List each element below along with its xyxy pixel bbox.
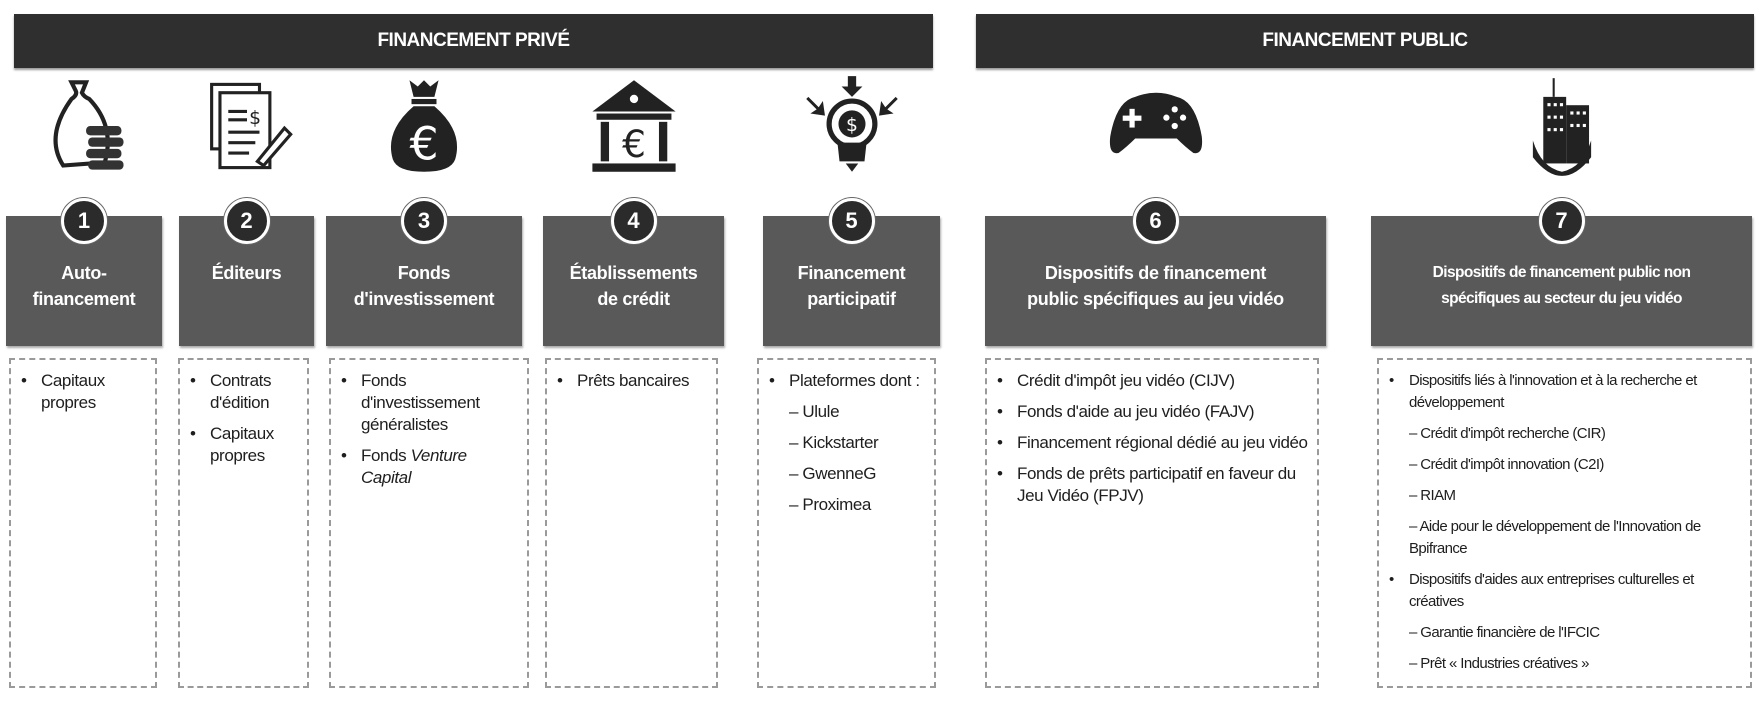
list-item-text: – Aide pour le développement de l'Innova…	[1409, 518, 1701, 557]
list-item: Capitaux propres	[186, 423, 301, 467]
sub-list-item: – Aide pour le développement de l'Innova…	[1385, 516, 1744, 560]
list-item-text: Contrats d'édition	[210, 371, 272, 412]
svg-text:€: €	[622, 122, 646, 166]
category-title: Dispositifs de financement public non sp…	[1432, 264, 1691, 307]
list-item-text: – Crédit d'impôt innovation (C2I)	[1409, 456, 1604, 473]
category-title: Éditeurs	[211, 263, 282, 283]
list-item-text: – RIAM	[1409, 487, 1456, 504]
list-item: Crédit d'impôt jeu vidéo (CIJV)	[993, 370, 1311, 392]
step-number-badge: 1	[61, 198, 107, 244]
step-number-badge: 5	[828, 198, 875, 244]
sub-list-item: – Ulule	[765, 401, 928, 423]
list-item: Dispositifs d'aides aux entreprises cult…	[1385, 569, 1744, 613]
step-number-badge: 2	[223, 198, 270, 244]
list-item: Fonds de prêts participatif en faveur du…	[993, 463, 1311, 507]
list-item: Fonds Venture Capital	[337, 445, 521, 489]
list-item: Prêts bancaires	[553, 370, 710, 392]
details-list-box: Plateformes dont : – Ulule – Kickstarter – …	[757, 358, 936, 688]
details-list-box: Prêts bancaires	[545, 358, 718, 688]
category-box-3: Fonds d'investissement	[326, 216, 522, 346]
step-number-badge: 7	[1538, 198, 1585, 244]
step-number-badge: 6	[1132, 198, 1179, 244]
sub-list-item: – Prêt « Industries créatives »	[1385, 653, 1744, 675]
list-item-text: Prêts bancaires	[577, 371, 690, 390]
sub-list-item: – Garantie financière de l'IFCIC	[1385, 622, 1744, 644]
list-item-text: – GwenneG	[789, 464, 877, 483]
gamepad-icon	[1101, 74, 1211, 178]
sub-list-item: – Crédit d'impôt recherche (CIR)	[1385, 423, 1744, 445]
bank-euro-icon: €	[579, 74, 689, 178]
details-list-box: Crédit d'impôt jeu vidéo (CIJV) Fonds d'a…	[985, 358, 1319, 688]
list-item-text: Dispositifs liés à l'innovation et à la …	[1409, 372, 1697, 411]
list-item-text: Crédit d'impôt jeu vidéo (CIJV)	[1017, 371, 1235, 390]
list-item-text: Plateformes dont :	[789, 371, 920, 390]
list-item-text: – Crédit d'impôt recherche (CIR)	[1409, 425, 1606, 442]
sub-list-item: – RIAM	[1385, 485, 1744, 507]
details-list-box: Dispositifs liés à l'innovation et à la …	[1377, 358, 1752, 688]
list-item-italic-text: Venture Capital	[361, 446, 467, 487]
list-item: Fonds d'investissement généralistes	[337, 370, 521, 436]
list-item-text: Fonds d'investissement généralistes	[361, 371, 480, 434]
svg-text:€: €	[409, 117, 438, 170]
list-item-text: Fonds d'aide au jeu vidéo (FAJV)	[1017, 402, 1255, 421]
step-number-badge: 4	[610, 198, 657, 244]
list-item-text: Fonds	[361, 446, 411, 465]
details-list-box: Capitaux propres	[9, 358, 157, 688]
step-number-badge: 3	[401, 198, 447, 244]
details-list-box: Contrats d'éditionCapitaux propres	[178, 358, 309, 688]
private-financing-header: FINANCEMENT PRIVÉ	[14, 14, 933, 68]
list-item-text: – Kickstarter	[789, 433, 879, 452]
category-title: Dispositifs de financement public spécif…	[1027, 263, 1284, 309]
list-item: Dispositifs liés à l'innovation et à la …	[1385, 370, 1744, 414]
list-item: Fonds d'aide au jeu vidéo (FAJV)	[993, 401, 1311, 423]
list-item-text: Capitaux propres	[41, 371, 105, 412]
sub-list-item: – Proximea	[765, 494, 928, 516]
money-bag-coins-icon	[29, 74, 139, 178]
category-title: Fonds d'investissement	[353, 263, 495, 309]
svg-text:$: $	[846, 115, 858, 136]
category-title: Auto- financement	[32, 263, 136, 309]
crowdfunding-lightbulb-icon: $	[797, 74, 907, 178]
list-item-text: – Garantie financière de l'IFCIC	[1409, 624, 1600, 641]
list-item-text: – Prêt « Industries créatives »	[1409, 655, 1589, 672]
list-item: Contrats d'édition	[186, 370, 301, 414]
city-buildings-icon	[1507, 74, 1617, 178]
list-item-text: – Proximea	[789, 495, 871, 514]
list-item: Financement régional dédié au jeu vidéo	[993, 432, 1311, 454]
sub-list-item: – GwenneG	[765, 463, 928, 485]
list-item-text: Fonds de prêts participatif en faveur du…	[1017, 464, 1296, 505]
svg-text:$: $	[249, 108, 261, 129]
list-item-text: Financement régional dédié au jeu vidéo	[1017, 433, 1308, 452]
sub-list-item: – Crédit d'impôt innovation (C2I)	[1385, 454, 1744, 476]
details-list-box: Fonds d'investissement généralistesFonds…	[329, 358, 529, 688]
contract-document-icon: $	[192, 74, 302, 178]
category-title: Établissements de crédit	[569, 263, 698, 309]
list-item-text: – Ulule	[789, 402, 840, 421]
list-item: Capitaux propres	[17, 370, 149, 414]
list-item: Plateformes dont :	[765, 370, 928, 392]
category-title: Financement participatif	[797, 263, 906, 309]
list-item-text: Dispositifs d'aides aux entreprises cult…	[1409, 571, 1694, 610]
sub-list-item: – Kickstarter	[765, 432, 928, 454]
euro-money-bag-icon: €	[369, 74, 479, 178]
list-item-text: Capitaux propres	[210, 424, 274, 465]
public-financing-header: FINANCEMENT PUBLIC	[976, 14, 1754, 68]
